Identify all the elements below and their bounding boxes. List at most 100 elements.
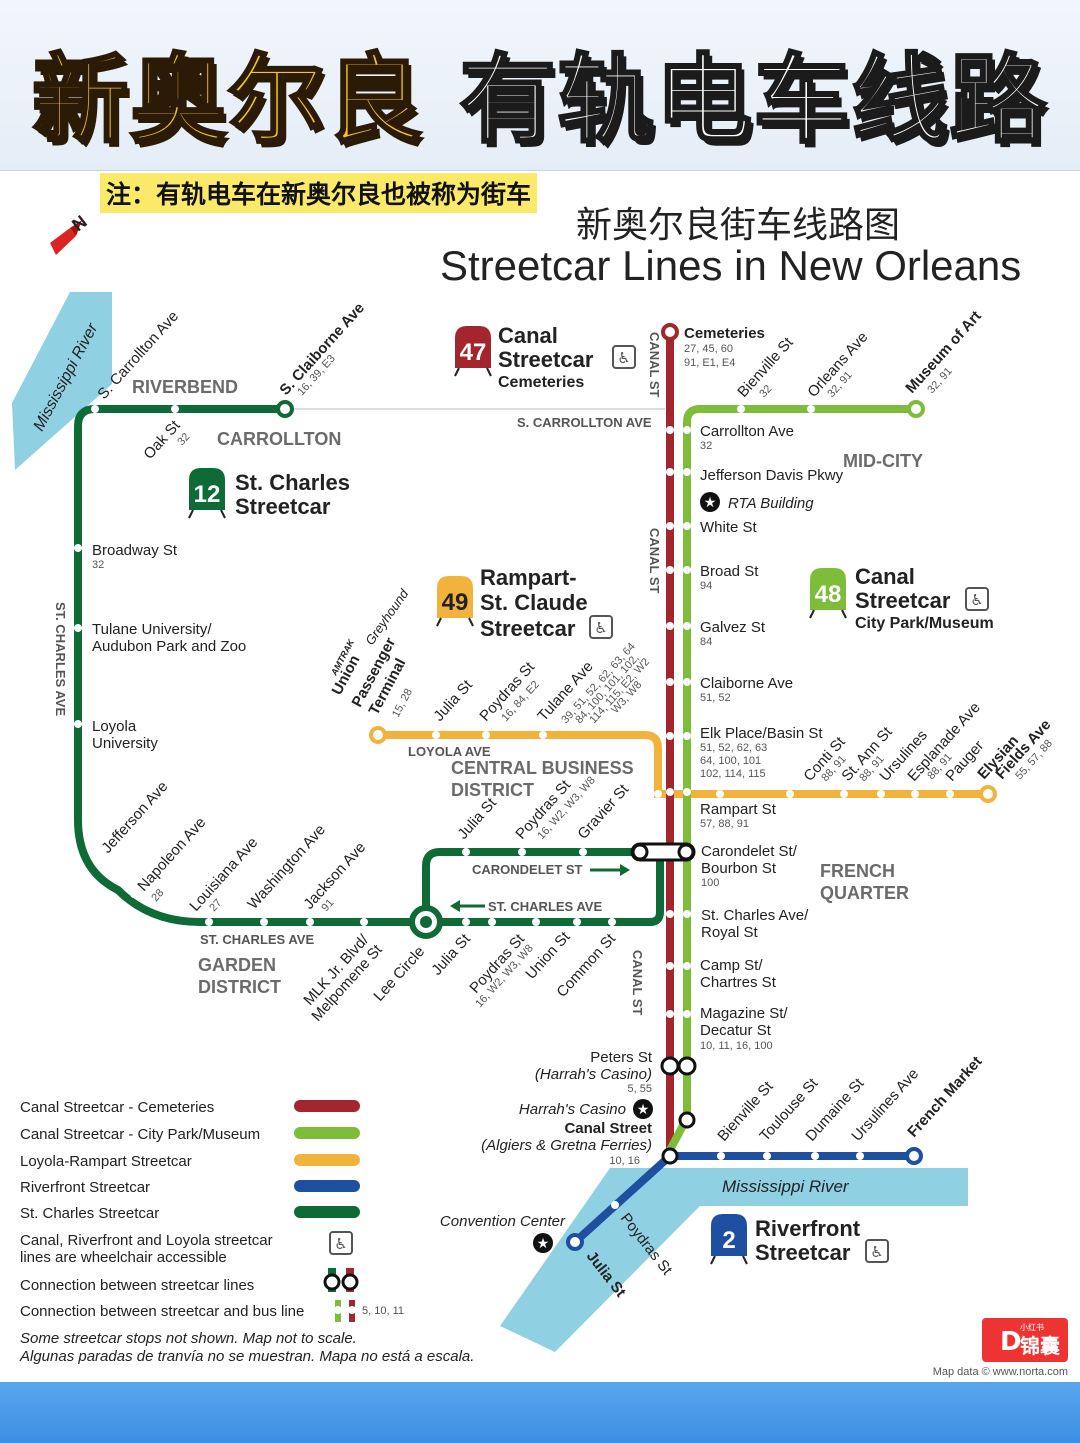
st-charles-name1: St. Charles <box>235 470 350 495</box>
stop-dot[interactable] <box>666 788 674 796</box>
terminal-s-claiborne[interactable] <box>276 400 294 418</box>
stop-dot[interactable] <box>683 468 691 476</box>
stop-dot[interactable] <box>532 918 540 926</box>
stop-carrollton-ave-label: Carrollton Ave <box>700 423 794 440</box>
stop-dot[interactable] <box>462 918 470 926</box>
terminal-cemeteries[interactable] <box>661 323 679 341</box>
terminal-upt[interactable] <box>369 726 387 744</box>
stop-dot[interactable] <box>666 732 674 740</box>
terminal-french-market[interactable] <box>905 1147 923 1165</box>
terminal-museum[interactable] <box>907 400 925 418</box>
stop-dot[interactable] <box>666 426 674 434</box>
legend-connection-bus-example: 5, 10, 11 <box>362 1305 404 1317</box>
stop-dot[interactable] <box>666 522 674 530</box>
stop-tulane-label: Tulane University/ <box>92 621 212 638</box>
stop-dot[interactable] <box>840 790 848 798</box>
stop-jefferson-ave-label: Jefferson Ave <box>98 778 171 857</box>
svg-text:(Algiers & Gretna Ferries): (Algiers & Gretna Ferries) <box>481 1137 652 1154</box>
stop-dot[interactable] <box>539 731 547 739</box>
stop-julia-r-label: Julia St <box>430 676 476 725</box>
stop-dot[interactable] <box>579 848 587 856</box>
stop-dot[interactable] <box>106 841 114 849</box>
svg-text:32: 32 <box>700 440 712 452</box>
stop-dot[interactable] <box>683 1010 691 1018</box>
stop-dot[interactable] <box>666 1010 674 1018</box>
stop-dot[interactable] <box>717 1152 725 1160</box>
svg-text:51, 52, 62, 63: 51, 52, 62, 63 <box>700 742 767 754</box>
rta-star-icon: ★ <box>700 492 720 512</box>
stop-dot[interactable] <box>462 848 470 856</box>
stop-dot[interactable] <box>611 1201 619 1209</box>
stop-dot[interactable] <box>763 1152 771 1160</box>
connection-peters[interactable] <box>660 1056 697 1076</box>
stop-dot[interactable] <box>877 790 885 798</box>
stop-dot[interactable] <box>786 790 794 798</box>
stop-dot[interactable] <box>608 918 616 926</box>
stop-dot[interactable] <box>91 405 99 413</box>
st-charles-arrow-icon <box>450 900 485 912</box>
legend-connection-lines: Connection between streetcar lines <box>20 1277 254 1294</box>
stop-dot[interactable] <box>306 918 314 926</box>
stop-dot[interactable] <box>946 790 954 798</box>
stop-dot[interactable] <box>856 1152 864 1160</box>
stop-dot[interactable] <box>666 566 674 574</box>
stop-dot[interactable] <box>482 731 490 739</box>
svg-text:Audubon Park and Zoo: Audubon Park and Zoo <box>92 638 246 655</box>
stop-dot[interactable] <box>811 1152 819 1160</box>
stop-dot[interactable] <box>74 624 82 632</box>
stop-dot[interactable] <box>488 918 496 926</box>
stop-dot[interactable] <box>683 962 691 970</box>
stop-dot[interactable] <box>360 918 368 926</box>
stop-dot[interactable] <box>171 405 179 413</box>
stop-dot[interactable] <box>683 678 691 686</box>
terminal-julia-rf[interactable] <box>566 1233 584 1251</box>
stop-dot[interactable] <box>911 790 919 798</box>
hood-french-1: FRENCH <box>820 861 895 881</box>
stop-dot[interactable] <box>74 720 82 728</box>
stop-dot[interactable] <box>205 918 213 926</box>
stop-dot[interactable] <box>683 732 691 740</box>
stop-dot[interactable] <box>518 848 526 856</box>
stop-julia-mid-label: Julia St <box>454 794 500 843</box>
connection-carondelet[interactable] <box>630 842 696 862</box>
stop-dot[interactable] <box>260 918 268 926</box>
riverfront-name2: Streetcar <box>755 1240 851 1265</box>
stop-dot[interactable] <box>573 918 581 926</box>
svg-text:64, 100, 101: 64, 100, 101 <box>700 755 761 767</box>
stop-peters-label: Peters St <box>590 1049 653 1066</box>
legend-label-1: Canal Streetcar - City Park/Museum <box>20 1126 260 1143</box>
stop-french-market-label: French Market <box>904 1053 985 1141</box>
stop-dot[interactable] <box>666 678 674 686</box>
connection-canal-street[interactable] <box>661 1111 696 1165</box>
terminal-elysian[interactable] <box>979 785 997 803</box>
legend-label-0: Canal Streetcar - Cemeteries <box>20 1099 214 1116</box>
svg-text:28: 28 <box>149 887 166 904</box>
stop-dot[interactable] <box>683 622 691 630</box>
stop-dot[interactable] <box>666 622 674 630</box>
svg-text:12: 12 <box>194 481 221 508</box>
stop-dot[interactable] <box>683 522 691 530</box>
stop-dot[interactable] <box>716 790 724 798</box>
stop-dot[interactable] <box>683 426 691 434</box>
stop-dot[interactable] <box>666 468 674 476</box>
stop-dot[interactable] <box>807 405 815 413</box>
stop-dot[interactable] <box>683 788 691 796</box>
rampart-name3: Streetcar <box>480 616 576 641</box>
stop-dot[interactable] <box>654 790 662 798</box>
stop-dot[interactable] <box>683 566 691 574</box>
stop-dot[interactable] <box>683 910 691 918</box>
street-carondelet: CARONDELET ST <box>472 862 583 877</box>
svg-text:49: 49 <box>442 589 469 616</box>
badge-49: 49 <box>436 576 474 627</box>
svg-text:57, 88, 91: 57, 88, 91 <box>700 818 749 830</box>
stop-dot[interactable] <box>74 544 82 552</box>
hood-carrollton: CARROLLTON <box>217 429 341 449</box>
stop-dot[interactable] <box>666 962 674 970</box>
stop-dot[interactable] <box>666 910 674 918</box>
river-northwest <box>12 292 112 470</box>
svg-text:47: 47 <box>460 339 487 366</box>
hood-riverbend: RIVERBEND <box>132 377 238 397</box>
stop-dot[interactable] <box>737 405 745 413</box>
stop-dot[interactable] <box>432 731 440 739</box>
stop-dot[interactable] <box>130 890 138 898</box>
